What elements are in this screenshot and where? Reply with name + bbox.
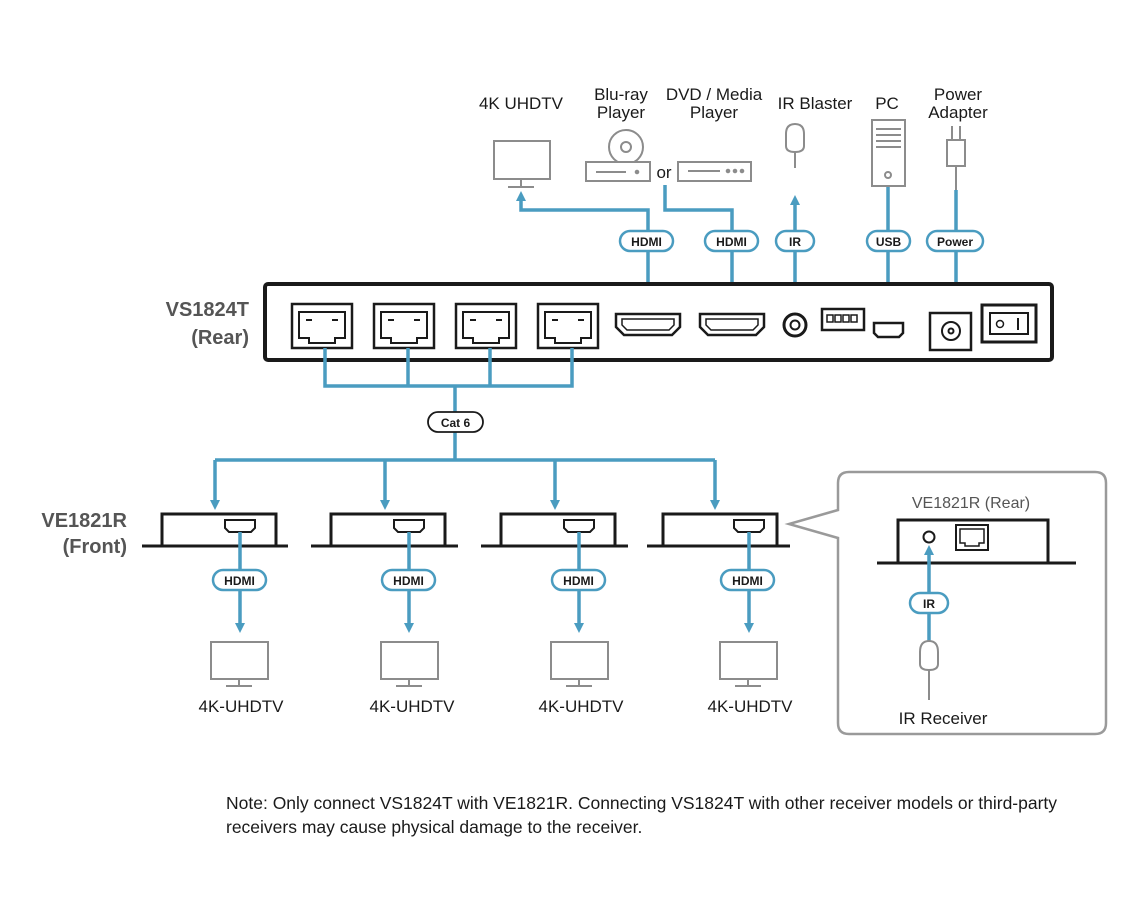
receiver-4-hdmi-pill: HDMI [719,568,776,592]
display-4-label: 4K-UHDTV [707,697,793,716]
display-2-tv-icon [380,641,439,687]
ir-receiver-pill: IR [908,591,950,615]
usb-pill: USB [865,229,912,253]
power-pill: Power [925,229,985,253]
hdmi-dvd-pill: HDMI [703,229,760,253]
rj45-rear-port-icon [955,524,989,551]
cat6-pill: Cat 6 [427,411,484,433]
svg-text:Cat 6: Cat 6 [441,416,471,430]
hdmi-out-tv-cable [516,191,650,305]
pc-label: PC [875,94,899,113]
svg-text:HDMI: HDMI [393,574,424,588]
receiver-1 [142,512,288,548]
svg-text:HDMI: HDMI [732,574,763,588]
svg-text:HDMI: HDMI [631,235,662,249]
rj45-port-2 [372,302,436,350]
receiver-1-hdmi-pill: HDMI [211,568,268,592]
receiver-name: VE1821R [41,510,127,532]
receiver-4 [647,512,790,548]
compatibility-note: Note: Only connect VS1824T with VE1821R.… [226,793,1058,837]
ir-jack-port [782,312,808,338]
dvd-label-line1: DVD / Media [666,85,763,104]
svg-text:IR: IR [923,597,935,611]
power-label-line1: Power [934,85,983,104]
receiver-2 [311,512,458,548]
or-label: or [656,163,671,182]
bluray-player-icon [585,129,651,182]
dc-power-jack [928,311,973,352]
pc-tower-icon [871,119,906,187]
hdmi-in-dvd-cable [663,185,737,312]
hdmi-out-port [614,312,682,337]
display-3-label: 4K-UHDTV [538,697,624,716]
receiver-2-hdmi-pill: HDMI [380,568,437,592]
tv-icon [493,140,551,188]
ir-blaster-label: IR Blaster [778,94,853,113]
ir-blaster-pill: IR [774,229,816,253]
svg-text:USB: USB [876,235,902,249]
bluray-label-line1: Blu-ray [594,85,648,104]
transmitter-name: VS1824T [166,299,249,321]
receiver-3 [481,512,628,548]
receiver-rear-title: VE1821R (Rear) [912,495,1030,512]
dvd-player-icon [677,161,752,182]
svg-text:HDMI: HDMI [716,235,747,249]
receiver-view: (Front) [63,536,127,558]
rj45-port-4 [536,302,600,350]
display-2-label: 4K-UHDTV [369,697,455,716]
tv-source-label: 4K UHDTV [479,94,564,113]
power-adapter-plug-icon [946,126,966,190]
power-label-line2: Adapter [928,103,988,122]
dvd-label-line2: Player [690,103,739,122]
power-switch [980,303,1038,344]
svg-text:HDMI: HDMI [224,574,255,588]
ir-receiver-icon [919,639,939,700]
display-1-label: 4K-UHDTV [198,697,284,716]
ir-blaster-icon [785,122,805,168]
rj45-port-1 [290,302,354,350]
display-1-tv-icon [210,641,269,687]
dip-switch [820,307,866,332]
ir-jack-icon [922,530,936,544]
ir-receiver-label: IR Receiver [899,709,988,728]
svg-text:Power: Power [937,235,973,249]
usb-port [872,321,905,339]
hdmi-tv-pill: HDMI [618,229,675,253]
transmitter-view: (Rear) [191,327,249,349]
bluray-label-line2: Player [597,103,646,122]
display-3-tv-icon [550,641,609,687]
hdmi-in-port [698,312,766,337]
receiver-3-hdmi-pill: HDMI [550,568,607,592]
svg-text:IR: IR [789,235,801,249]
vs1824t-rear-panel [263,282,1054,362]
svg-text:HDMI: HDMI [563,574,594,588]
receiver-rear-panel [877,518,1076,565]
display-4-tv-icon [719,641,778,687]
rj45-port-3 [454,302,518,350]
